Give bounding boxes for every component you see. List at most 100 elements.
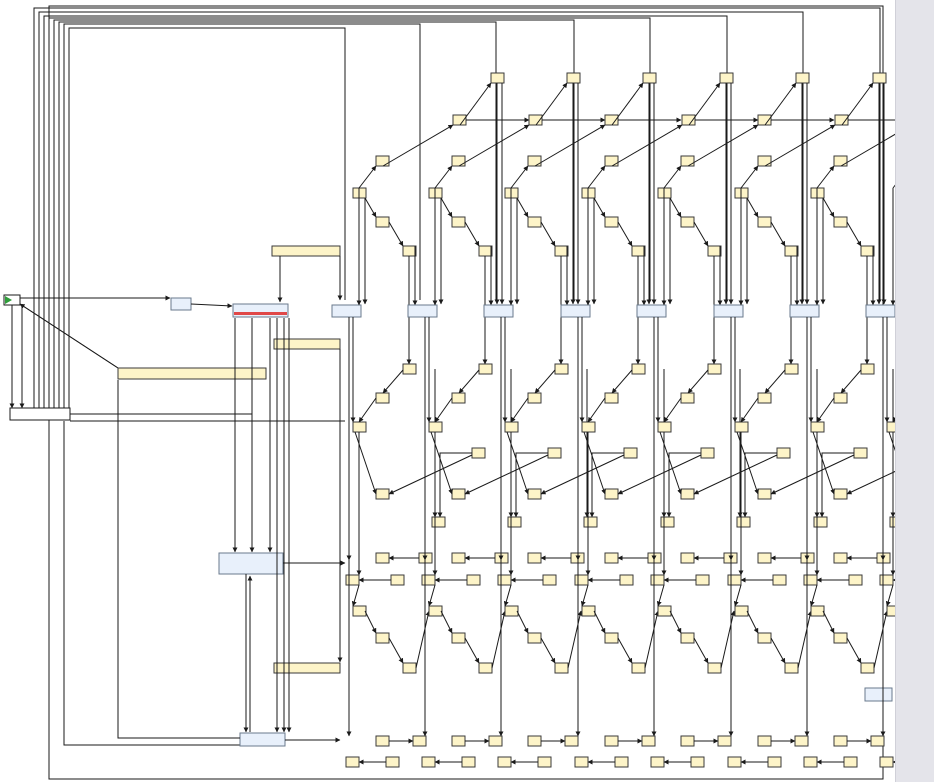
node[interactable] (527, 552, 542, 564)
hub[interactable] (560, 304, 591, 318)
node[interactable] (345, 574, 360, 586)
node[interactable] (614, 756, 629, 768)
node[interactable] (507, 516, 522, 528)
node[interactable] (631, 245, 646, 257)
node[interactable] (734, 421, 749, 433)
node[interactable] (813, 516, 828, 528)
node[interactable] (772, 574, 787, 586)
node[interactable] (680, 632, 695, 644)
node[interactable] (604, 216, 619, 228)
node[interactable] (727, 574, 742, 586)
long-block-a[interactable] (117, 367, 267, 380)
node[interactable] (707, 662, 722, 674)
node[interactable] (375, 552, 390, 564)
node[interactable] (833, 632, 848, 644)
node[interactable] (833, 488, 848, 500)
node[interactable] (478, 662, 493, 674)
node[interactable] (421, 574, 436, 586)
node[interactable] (619, 574, 634, 586)
node[interactable] (870, 735, 885, 747)
node[interactable] (451, 552, 466, 564)
node[interactable] (695, 574, 710, 586)
node[interactable] (833, 155, 848, 167)
node[interactable] (497, 574, 512, 586)
node[interactable] (736, 516, 751, 528)
node[interactable] (757, 735, 772, 747)
node[interactable] (490, 72, 505, 84)
node[interactable] (566, 72, 581, 84)
hub[interactable] (713, 304, 744, 318)
node[interactable] (803, 756, 818, 768)
node[interactable] (650, 574, 665, 586)
node[interactable] (860, 363, 875, 375)
node[interactable] (604, 552, 619, 564)
node[interactable] (784, 662, 799, 674)
node[interactable] (428, 421, 443, 433)
hub-block-right[interactable] (864, 687, 893, 702)
node[interactable] (879, 574, 894, 586)
node[interactable] (604, 392, 619, 404)
node[interactable] (451, 632, 466, 644)
node[interactable] (631, 662, 646, 674)
node[interactable] (833, 216, 848, 228)
node[interactable] (604, 155, 619, 167)
node[interactable] (581, 605, 596, 617)
node[interactable] (757, 488, 772, 500)
node[interactable] (547, 447, 562, 459)
node[interactable] (451, 392, 466, 404)
node[interactable] (680, 216, 695, 228)
node[interactable] (352, 605, 367, 617)
node[interactable] (375, 216, 390, 228)
node[interactable] (451, 155, 466, 167)
node[interactable] (657, 605, 672, 617)
node[interactable] (471, 447, 486, 459)
node[interactable] (554, 662, 569, 674)
hub[interactable] (636, 304, 667, 318)
node[interactable] (604, 632, 619, 644)
node[interactable] (527, 632, 542, 644)
hub[interactable] (407, 304, 438, 318)
node[interactable] (879, 756, 894, 768)
start-node[interactable] (3, 294, 21, 306)
node[interactable] (657, 421, 672, 433)
node[interactable] (843, 756, 858, 768)
node[interactable] (574, 756, 589, 768)
node[interactable] (848, 574, 863, 586)
node[interactable] (860, 662, 875, 674)
node[interactable] (421, 756, 436, 768)
node[interactable] (623, 447, 638, 459)
node[interactable] (719, 72, 734, 84)
node[interactable] (402, 662, 417, 674)
mux-block[interactable] (232, 303, 289, 318)
node[interactable] (604, 735, 619, 747)
node[interactable] (478, 245, 493, 257)
node[interactable] (504, 421, 519, 433)
node[interactable] (527, 216, 542, 228)
node[interactable] (488, 735, 503, 747)
long-block-b[interactable] (271, 245, 341, 257)
node[interactable] (527, 155, 542, 167)
node[interactable] (810, 421, 825, 433)
node[interactable] (767, 756, 782, 768)
node[interactable] (794, 735, 809, 747)
long-block-d[interactable] (273, 662, 341, 674)
node[interactable] (833, 392, 848, 404)
node[interactable] (345, 756, 360, 768)
node[interactable] (707, 245, 722, 257)
node[interactable] (428, 605, 443, 617)
node[interactable] (375, 632, 390, 644)
node[interactable] (504, 605, 519, 617)
node[interactable] (833, 552, 848, 564)
node[interactable] (451, 216, 466, 228)
hub[interactable] (789, 304, 820, 318)
hub[interactable] (865, 304, 896, 318)
node[interactable] (776, 447, 791, 459)
node[interactable] (707, 363, 722, 375)
node[interactable] (757, 216, 772, 228)
node[interactable] (527, 735, 542, 747)
node[interactable] (375, 155, 390, 167)
node[interactable] (757, 155, 772, 167)
node[interactable] (497, 756, 512, 768)
node[interactable] (574, 574, 589, 586)
node[interactable] (554, 363, 569, 375)
